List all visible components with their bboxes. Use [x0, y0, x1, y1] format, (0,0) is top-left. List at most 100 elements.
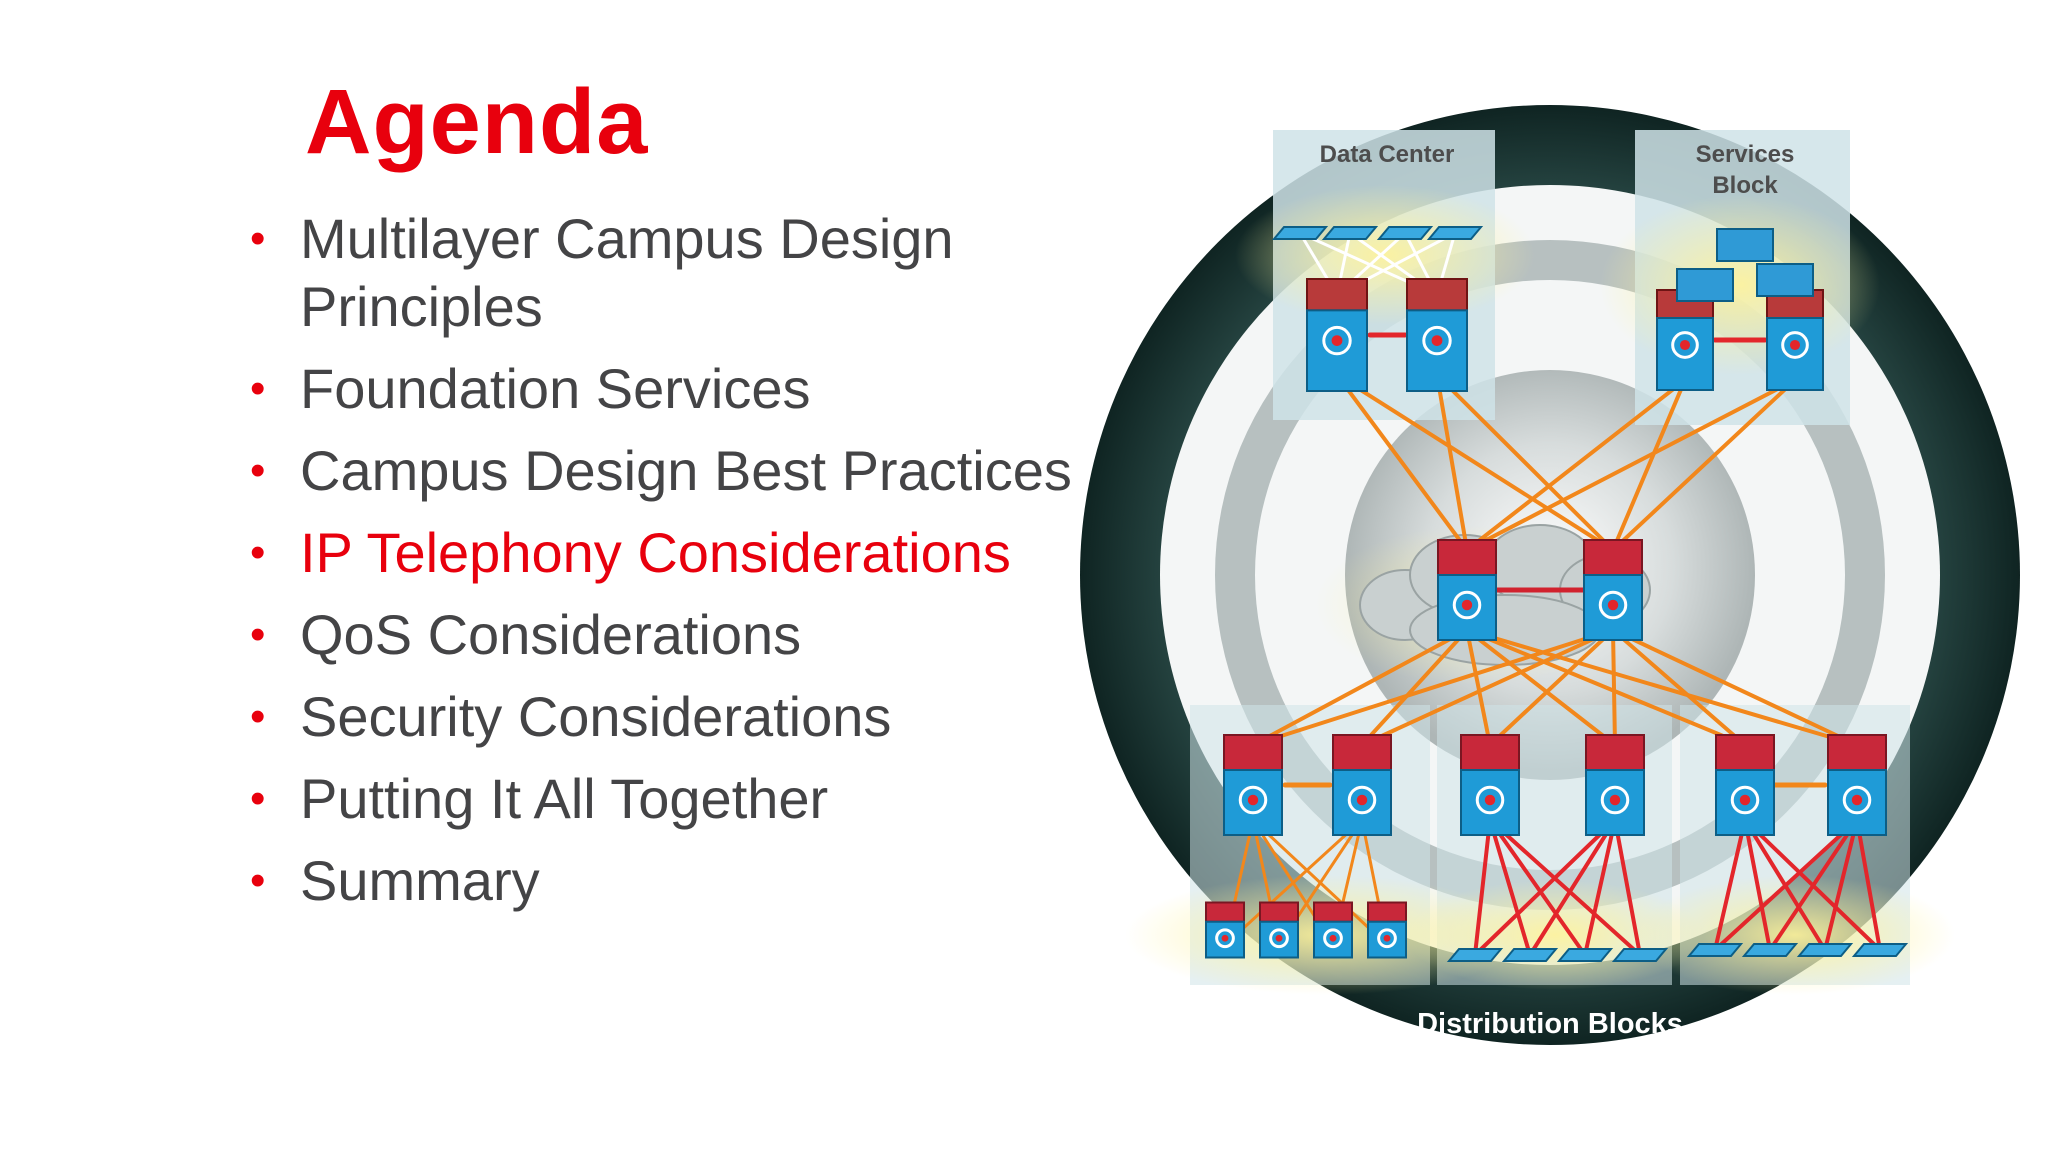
switch-symbol [1609, 794, 1621, 806]
network-link [1488, 818, 1642, 957]
switch-symbol [1484, 794, 1496, 806]
switch-symbol [1739, 794, 1751, 806]
switch-symbol [1607, 599, 1619, 611]
switch-symbol [1671, 331, 1699, 359]
distribution-switch [1460, 734, 1520, 836]
switch-body [1583, 574, 1643, 641]
switch-symbol [1461, 599, 1473, 611]
agenda-item-label: Campus Design Best Practices [300, 439, 1072, 502]
access-switch [1796, 943, 1854, 957]
switch-symbol [1215, 928, 1235, 949]
bullet-icon: • [250, 692, 266, 741]
network-link [1488, 818, 1587, 957]
service-appliance [1756, 263, 1814, 297]
network-link [1488, 818, 1532, 957]
access-switch [1686, 943, 1744, 957]
network-link [1435, 373, 1469, 552]
network-link [1743, 818, 1827, 952]
switch-symbol [1329, 934, 1337, 942]
network-link [1488, 628, 1615, 747]
access-switch [1271, 226, 1329, 240]
campus-network-diagram: Data Center Services Block Distribution … [1080, 105, 2020, 1045]
bullet-icon: • [250, 446, 266, 495]
switch-top [1205, 901, 1245, 923]
switch-top [1313, 901, 1353, 923]
network-link [1611, 378, 1687, 552]
agenda-item-label: QoS Considerations [300, 603, 802, 666]
data-center-switch [1306, 278, 1368, 392]
switch-top [1259, 901, 1299, 923]
network-link [1611, 628, 1617, 747]
agenda-item-label: Multilayer Campus Design Principles [300, 207, 954, 338]
switch-symbol [1475, 785, 1505, 815]
network-link [1465, 628, 1859, 747]
bullet-icon: • [250, 774, 266, 823]
network-link [1335, 373, 1469, 552]
firewall-bricks [1306, 278, 1368, 312]
firewall-bricks [1406, 278, 1468, 312]
switch-symbol [1789, 339, 1801, 351]
switch-symbol [1247, 794, 1259, 806]
switch-symbol [1323, 928, 1343, 949]
network-link [1823, 818, 1859, 952]
switch-symbol [1238, 785, 1268, 815]
network-link [1465, 628, 1747, 747]
data-center-label: Data Center [1320, 141, 1455, 168]
access-switch [1741, 943, 1799, 957]
services-switch [1766, 289, 1824, 391]
network-link [1335, 373, 1615, 552]
access-switch [1851, 943, 1909, 957]
network-link [1743, 818, 1772, 952]
services-block-label-line2: Block [1712, 172, 1778, 199]
network-link [1360, 628, 1615, 747]
switch-top [1437, 539, 1497, 576]
agenda-item: •QoS Considerations [250, 601, 1072, 669]
agenda-item-label: Putting It All Together [300, 767, 829, 830]
switch-symbol [1851, 794, 1863, 806]
access-switch [1259, 901, 1299, 959]
services-switch [1656, 289, 1714, 391]
distribution-switch [1332, 734, 1392, 836]
distribution-switch [1223, 734, 1283, 836]
access-switch [1321, 226, 1379, 240]
switch-symbol [1347, 785, 1377, 815]
distribution-switch [1585, 734, 1645, 836]
switch-symbol [1221, 934, 1229, 942]
network-link [1435, 373, 1615, 552]
agenda-item: •IP Telephony Considerations [250, 519, 1072, 587]
switch-symbol [1331, 335, 1343, 346]
network-link [1611, 378, 1797, 552]
switch-top [1332, 734, 1392, 771]
agenda-item: • Putting It All Together [250, 765, 1072, 833]
bullet-icon: • [250, 528, 266, 577]
glow [1600, 195, 1880, 375]
switch-top [1367, 901, 1407, 923]
switch-symbol [1322, 325, 1352, 356]
switch-body [1715, 769, 1775, 836]
network-link [1611, 628, 1747, 747]
bullet-icon: • [250, 364, 266, 413]
switch-symbol [1781, 331, 1809, 359]
switch-body [1766, 317, 1824, 391]
switch-symbol [1422, 325, 1452, 356]
switch-symbol [1452, 590, 1482, 620]
access-switch [1367, 901, 1407, 959]
agenda-list: •Multilayer Campus Design Principles•Fou… [250, 205, 1072, 929]
access-switch [1205, 901, 1245, 959]
network-link [1465, 378, 1687, 552]
switch-symbol [1383, 934, 1391, 942]
network-link [1251, 818, 1389, 947]
core-switch [1437, 539, 1497, 641]
switch-symbol [1598, 590, 1628, 620]
agenda-item-label: Summary [300, 849, 540, 912]
switch-symbol [1431, 335, 1443, 346]
data-center-switch [1406, 278, 1468, 392]
switch-top [1585, 734, 1645, 771]
access-switch [1611, 948, 1669, 962]
switch-top [1223, 734, 1283, 771]
slide-title: Agenda [305, 71, 649, 173]
service-appliance [1716, 228, 1774, 262]
network-link [1473, 818, 1492, 957]
switch-symbol [1275, 934, 1283, 942]
